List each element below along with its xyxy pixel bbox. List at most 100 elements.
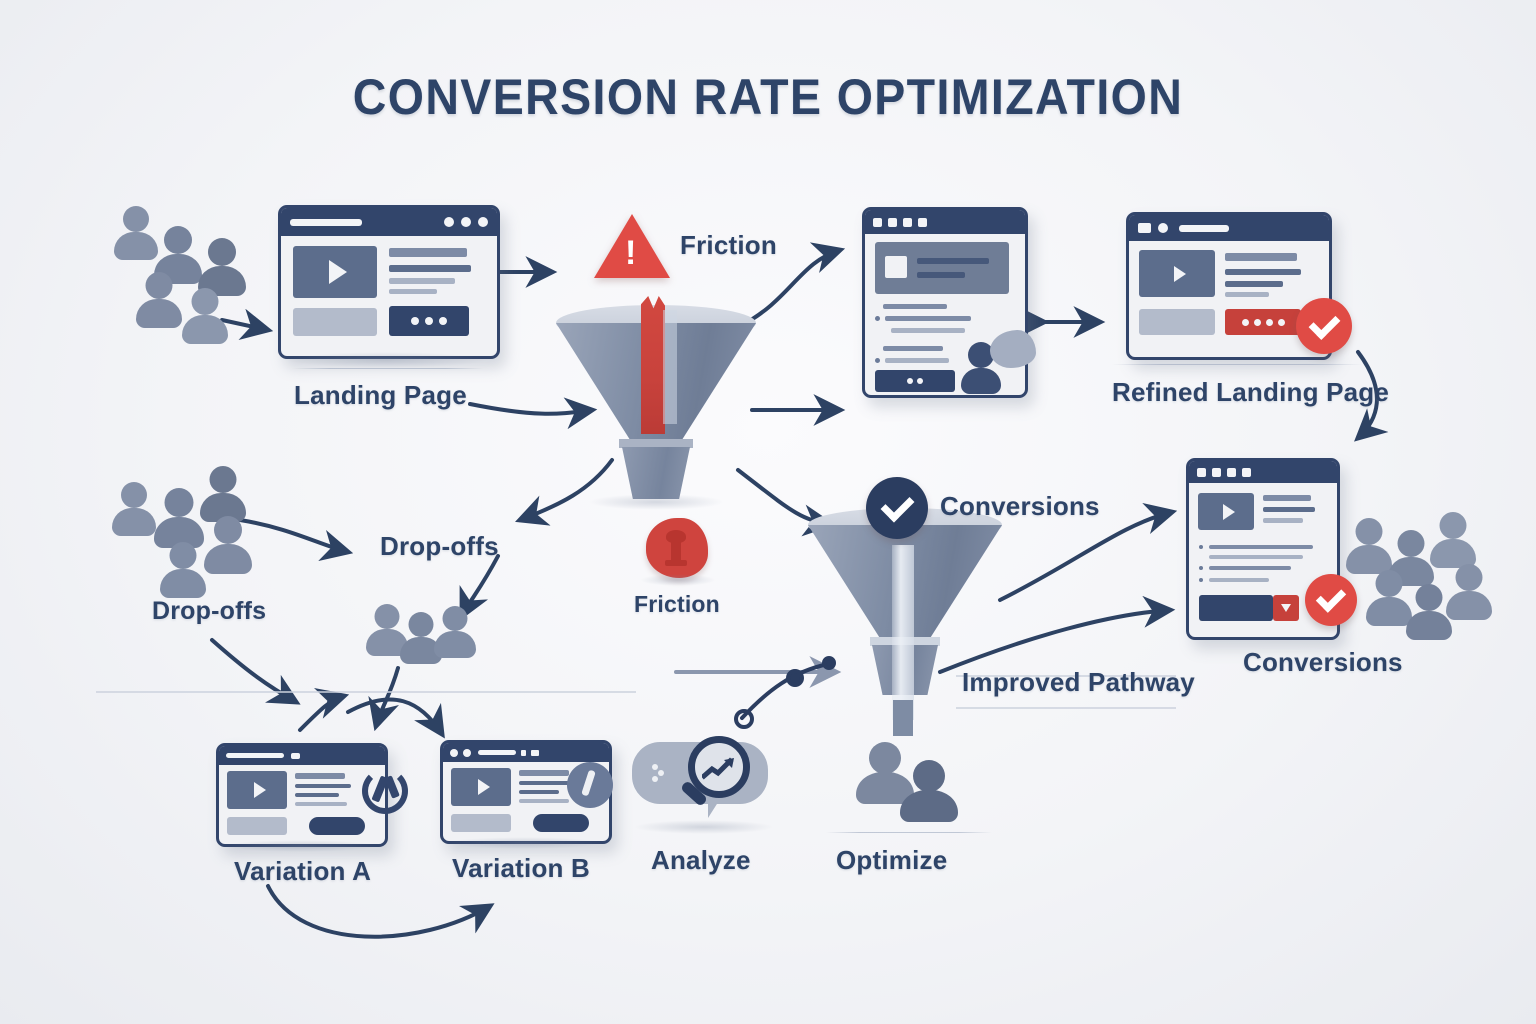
variation-b-window[interactable] [440, 740, 612, 844]
text-line [389, 248, 467, 257]
window-dot[interactable] [1242, 467, 1251, 477]
window-dot[interactable] [1212, 467, 1221, 477]
window-dot[interactable] [888, 217, 897, 227]
content-block [1139, 309, 1215, 335]
window-dot[interactable] [450, 748, 458, 757]
text-line [1263, 495, 1311, 501]
tag-icon [567, 762, 613, 808]
person-icon [1430, 512, 1476, 568]
video-thumbnail[interactable] [1198, 493, 1254, 530]
text-line [1225, 269, 1301, 275]
text-line [1225, 281, 1283, 287]
friction-blockage-highlight [663, 310, 677, 424]
cta-secondary-button[interactable] [1273, 595, 1299, 621]
label-underline [1112, 364, 1362, 365]
window-content [443, 762, 609, 841]
conversion-flow-stem [893, 700, 913, 736]
text-line [883, 304, 947, 309]
cta-button[interactable] [309, 817, 365, 835]
window-shadow [286, 352, 486, 368]
video-thumbnail[interactable] [293, 246, 377, 298]
wrench-icon [362, 768, 408, 814]
friction-blob-icon [646, 518, 708, 578]
window-title-bar [865, 210, 1025, 234]
text-line [1209, 545, 1313, 549]
arrow-dropoffs-to-variation-a [210, 638, 301, 705]
variation-a-window[interactable] [216, 743, 388, 847]
cta-button[interactable] [875, 370, 955, 392]
window-dot[interactable] [444, 217, 454, 227]
window-title-bar [443, 743, 609, 762]
cta-button[interactable] [389, 306, 469, 336]
label-underline [826, 832, 992, 833]
window-dot[interactable] [873, 217, 882, 227]
text-line [519, 770, 569, 776]
check-circle-icon [866, 477, 928, 539]
ab-test-window[interactable] [862, 207, 1028, 398]
window-title-bar [281, 208, 497, 236]
window-content [281, 236, 497, 356]
person-icon [136, 272, 182, 328]
audience-group-conversions [1346, 512, 1506, 642]
url-bar[interactable] [290, 218, 362, 226]
warning-triangle-icon: ! [594, 214, 670, 280]
video-thumbnail[interactable] [1139, 250, 1215, 297]
window-title-bar [1129, 215, 1329, 241]
play-icon [1222, 503, 1235, 520]
audience-group-dropoffs-left [112, 460, 257, 600]
audience-group-dropoffs-mid [366, 604, 478, 664]
text-line [885, 358, 949, 363]
window-dot[interactable] [1197, 467, 1206, 477]
text-line [917, 258, 989, 264]
url-bar[interactable] [1179, 224, 1229, 232]
landing-page-window[interactable] [278, 205, 500, 359]
window-dot[interactable] [463, 748, 471, 757]
window-dot[interactable] [1227, 467, 1236, 477]
text-line [295, 773, 345, 779]
analyze-icon-group [628, 736, 778, 826]
arrow-cycle-loop [266, 884, 495, 939]
window-dot[interactable] [521, 749, 526, 756]
url-bar[interactable] [226, 753, 284, 758]
window-dot[interactable] [1138, 223, 1151, 233]
optimize-label: Optimize [836, 845, 948, 875]
person-icon [112, 482, 156, 536]
person-icon [961, 342, 1001, 394]
person-icon [204, 516, 252, 574]
text-line [1263, 518, 1303, 523]
person-icon [160, 542, 206, 598]
window-dot[interactable] [1158, 223, 1168, 233]
optimize-icon-group [856, 742, 966, 824]
arrow-midpeople-down [368, 666, 400, 732]
text-line [295, 802, 347, 806]
window-dot[interactable] [531, 749, 539, 756]
text-line [1225, 292, 1269, 297]
window-dot[interactable] [918, 217, 927, 227]
video-thumbnail[interactable] [227, 771, 287, 809]
cta-button[interactable] [1225, 309, 1301, 335]
window-dot[interactable] [291, 752, 300, 759]
window-title-bar [219, 746, 385, 765]
cta-button[interactable] [533, 814, 589, 832]
text-line [883, 346, 943, 351]
window-content [865, 234, 1025, 395]
text-line [917, 272, 965, 278]
window-dot[interactable] [903, 217, 912, 227]
url-bar[interactable] [478, 750, 516, 755]
window-content [1129, 241, 1329, 357]
ab-test-blob-icon [990, 330, 1036, 368]
window-shadow [222, 840, 378, 852]
video-thumbnail[interactable] [451, 768, 511, 806]
person-icon [154, 226, 202, 284]
friction-top-label: Friction [680, 230, 777, 260]
person-icon [1406, 584, 1452, 640]
person-icon [182, 288, 228, 344]
play-icon [1173, 265, 1186, 282]
dropoffs-left-label: Drop-offs [152, 597, 267, 625]
window-dot[interactable] [461, 217, 471, 227]
cta-button[interactable] [1199, 595, 1273, 621]
text-line [1209, 578, 1269, 582]
text-line [1263, 507, 1315, 512]
window-dot[interactable] [478, 217, 488, 227]
